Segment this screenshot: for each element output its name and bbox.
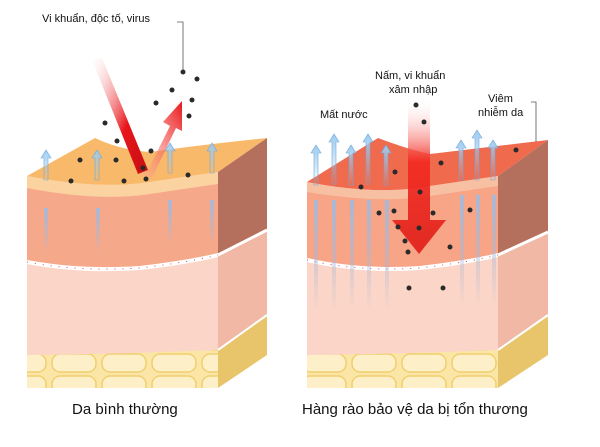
callout-fungi-bacteria: Nấm, vi khuẩn [375, 70, 446, 82]
water-loss-arrows-normal [40, 142, 218, 181]
callout-leader [177, 21, 184, 70]
callout-inflammation-1: Viêm [488, 93, 513, 105]
dermis-layer [27, 255, 218, 355]
reflected-pathogen-arrow [92, 58, 182, 178]
skin-surface [27, 138, 267, 185]
pathogen-particles-damaged [358, 102, 519, 291]
pathogen-particles-normal [68, 69, 200, 184]
penetrating-pathogen-arrow [392, 100, 446, 254]
normal-skin-block [26, 138, 268, 388]
callout-pathogens: Vi khuẩn, độc tố, virus [42, 13, 151, 25]
callout-leader [531, 101, 537, 142]
callout-inflammation-2: nhiễm da [478, 107, 524, 119]
callout-dehydration: Mất nước [320, 109, 368, 121]
water-loss-arrows-damaged [310, 129, 499, 186]
callout-invasion: xâm nhập [389, 84, 438, 96]
caption-normal-skin: Da bình thường [72, 401, 178, 418]
fat-layer [27, 350, 218, 388]
caption-damaged-barrier: Hàng rào bảo vệ da bị tổn thương [302, 401, 528, 418]
